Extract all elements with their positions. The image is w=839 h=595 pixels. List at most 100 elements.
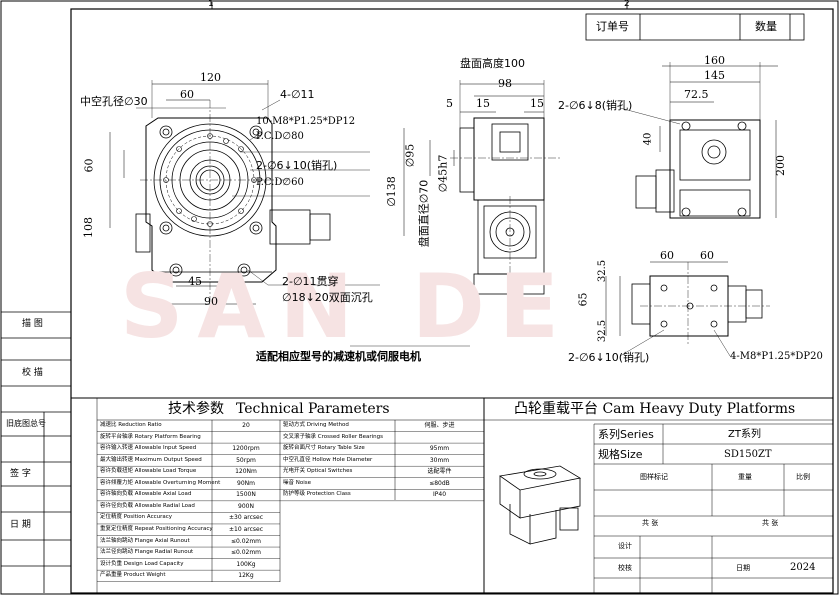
param-value: 伺服、步进 — [424, 422, 455, 429]
param-label: 容许轴向负载 Allowable Axial Load — [100, 491, 192, 498]
param-label: 容许负载扭矩 Allowable Load Torque — [100, 468, 197, 475]
dim-bottom-32a: 32.5 — [597, 259, 609, 283]
side-label-sign: 签 字 — [10, 469, 31, 479]
param-value: 90Nm — [237, 479, 255, 487]
param-label: 防护等级 Protection Class — [283, 491, 351, 498]
param-value: 50rpm — [236, 456, 256, 464]
param-value: 12Kg — [238, 572, 254, 580]
side-label-grid — [1, 311, 71, 593]
weight-label: 重量 — [738, 473, 752, 481]
dim-right-200: 200 — [774, 155, 787, 176]
label-pin-holes-10: 2-∅6↓10(销孔) — [568, 351, 650, 364]
zone-2: 2 — [624, 0, 630, 9]
dim-front-60: 60 — [180, 88, 194, 101]
zone-1: 1 — [208, 0, 214, 9]
param-value: IP40 — [432, 491, 447, 499]
side-label-trace: 描 图 — [22, 319, 43, 329]
dim-side-15b: 15 — [530, 97, 544, 110]
quantity-label: 数量 — [755, 20, 777, 33]
param-value: 95mm — [429, 445, 450, 453]
param-value: ≤0.02mm — [230, 537, 262, 545]
ratio-label: 比例 — [796, 473, 810, 481]
series-label: 系列Series — [598, 428, 654, 441]
sheets-total: 共 张 — [642, 519, 659, 527]
param-value: ±30 arcsec — [229, 514, 263, 522]
dim-bottom-60a: 60 — [660, 249, 674, 262]
param-value: 20 — [242, 422, 250, 429]
param-label: 重复定位精度 Repeat Positioning Accuracy — [100, 525, 213, 532]
dim-right-145: 145 — [704, 69, 725, 82]
param-value: 30mm — [429, 456, 450, 464]
param-label: 驱动方式 Driving Method — [283, 422, 349, 428]
dim-front-v60: 60 — [82, 158, 96, 173]
label-pcd-60: P.C.D∅60 — [256, 177, 304, 188]
param-value: ≤80dB — [429, 479, 450, 487]
mark-label: 图样标记 — [640, 473, 668, 481]
param-value: 120Nm — [235, 468, 257, 476]
dim-front-90: 90 — [204, 295, 218, 308]
dim-side-45h7: ∅45h7 — [436, 154, 450, 193]
param-label: 噪音 Noise — [283, 479, 312, 486]
right-view — [619, 62, 778, 219]
dim-bottom-65: 65 — [576, 292, 590, 307]
param-value: 1500N — [236, 491, 256, 499]
param-label: 光电开关 Optical Switches — [283, 468, 353, 475]
product-title: 凸轮重载平台 Cam Heavy Duty Platforms — [514, 401, 796, 417]
label-pcd-80: P.C.D∅80 — [256, 131, 304, 142]
side-label-old-drawing: 旧底图总号 — [6, 419, 46, 428]
label-pin-holes-8: 2-∅6↓8(销孔) — [558, 99, 633, 112]
dim-right-40: 40 — [642, 132, 654, 146]
order-box — [585, 13, 805, 41]
label-thread-m8-dp20: 4-M8*P1.25*DP20 — [730, 351, 823, 362]
label-plate-height: 盘面高度100 — [460, 57, 525, 70]
dim-side-98: 98 — [498, 77, 512, 90]
param-label: 旋转平台轴承 Rotary Platform Bearing — [100, 433, 201, 440]
label-counterbore: ∅18↓20双面沉孔 — [282, 291, 373, 304]
size-value: SD150ZT — [724, 449, 772, 460]
check-label: 校核 — [618, 564, 632, 572]
param-value: ±10 arcsec — [229, 525, 263, 533]
param-value: 选配零件 — [427, 468, 452, 476]
size-label: 规格Size — [598, 448, 643, 461]
param-label: 产品重量 Product Weight — [100, 572, 166, 579]
param-label: 旋转台面尺寸 Rotary Table Size — [283, 445, 365, 452]
title-block-grid — [484, 419, 833, 593]
dim-side-5: 5 — [446, 97, 453, 110]
parameter-row-lines — [97, 431, 484, 582]
dim-side-95: ∅95 — [403, 143, 417, 168]
design-label: 设计 — [618, 542, 632, 550]
label-thread-m8: 10-M8*P1.25*DP12 — [256, 116, 356, 127]
side-label-check: 校 描 — [22, 368, 43, 378]
label-through-holes: 2-∅11贯穿 — [282, 275, 339, 288]
param-value: 1200rpm — [232, 445, 260, 453]
param-value: 100Kg — [236, 560, 256, 568]
date-label: 日期 — [736, 564, 750, 572]
dim-right-72: 72.5 — [684, 88, 709, 101]
dim-side-15a: 15 — [476, 97, 490, 110]
label-hollow-bore: 中空孔径∅30 — [80, 95, 148, 108]
dim-front-v108: 108 — [82, 217, 95, 238]
param-label: 中空孔直径 Hollow Hole Diameter — [283, 456, 373, 463]
watermark: SAN DE — [120, 255, 573, 358]
label-pin-holes: 2-∅6↓10(销孔) — [256, 159, 338, 172]
param-label: 容许输入转速 Allowable Input Speed — [100, 445, 197, 452]
param-label: 法兰径向跳动 Flange Radial Runout — [100, 549, 194, 556]
label-plate-diameter: 盘面直径∅70 — [417, 179, 431, 248]
bottom-view — [605, 261, 770, 357]
dim-front-45: 45 — [188, 275, 202, 288]
front-view — [109, 80, 380, 305]
param-label: 最大输出转速 Maximum Output Speed — [100, 456, 202, 463]
param-label: 法兰轴向跳动 Flange Axial Runout — [100, 537, 190, 544]
param-label: 交叉滚子轴承 Crossed Roller Bearings — [283, 433, 383, 440]
series-value: ZT系列 — [728, 429, 761, 440]
dim-bottom-32b: 32.5 — [597, 319, 609, 343]
sheets-current: 共 张 — [762, 519, 779, 527]
side-view — [403, 80, 560, 300]
order-number-label: 订单号 — [596, 20, 629, 33]
param-label: 容许径向负载 Allowable Radial Load — [100, 502, 195, 509]
dim-side-138: ∅138 — [384, 176, 398, 207]
side-label-date: 日 期 — [10, 520, 31, 530]
